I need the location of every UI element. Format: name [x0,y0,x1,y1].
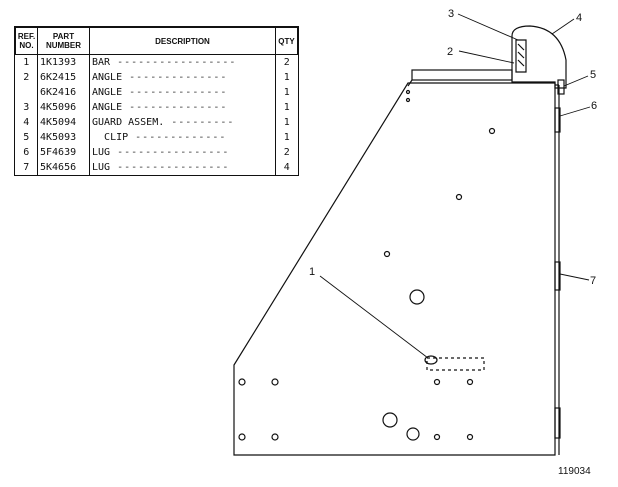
row-qty: 4 [283,161,290,173]
row-ref: 4 [15,114,38,130]
row-qty: 1 [283,101,290,113]
row-qty: 2 [283,57,290,68]
lug-bottom [554,407,561,439]
callout-1: 1 [309,266,315,278]
figure-number: 119034 [558,466,591,477]
clip [557,79,565,95]
table-row: 1 1K1393 BAR ----------------- 2 [15,54,298,71]
row-ref: 6 [15,144,38,160]
row-qty: 1 [283,116,290,128]
header-description: DESCRIPTION [89,27,276,55]
row-ref [15,85,38,100]
row-part-number: 1K1393 [37,54,90,71]
row-description: BAR ----------------- [89,54,276,71]
table-row: 3 4K5096 ANGLE -------------- 1 [15,99,298,115]
row-description: LUG ---------------- [89,144,276,160]
row-part-number: 5F4639 [37,144,90,160]
row-ref: 7 [15,159,38,175]
row-qty: 1 [283,131,290,143]
callout-7: 7 [590,275,596,287]
callout-5: 5 [590,69,596,81]
top-flange-bar [411,69,513,81]
row-part-number: 4K5093 [37,129,90,145]
table-row: 6K2416 ANGLE -------------- 1 [15,85,298,100]
callout-6: 6 [591,100,597,112]
parts-list-table: REF. NO. PART NUMBER DESCRIPTION QTY 1 1… [14,26,299,176]
guard-hood [511,25,567,89]
row-part-number: 4K5094 [37,114,90,130]
lug-upper [554,107,561,133]
table-row: 4 4K5094 GUARD ASSEM. --------- 1 [15,114,298,130]
row-ref: 3 [15,99,38,115]
table-row: 6 5F4639 LUG ---------------- 2 [15,144,298,160]
table-row: 7 5K4656 LUG ---------------- 4 [15,159,298,175]
row-ref: 2 [15,70,38,85]
row-part-number: 5K4656 [37,159,90,175]
header-ref-no: REF. NO. [15,27,38,55]
row-part-number: 4K5096 [37,99,90,115]
table-row: 2 6K2415 ANGLE -------------- 1 [15,70,298,85]
callout-4: 4 [576,12,582,24]
guard-plate-outline [233,82,556,456]
header-qty: QTY [275,27,298,55]
callout-2: 2 [447,46,453,58]
row-description: GUARD ASSEM. --------- [89,114,276,130]
row-description: ANGLE -------------- [89,85,276,100]
row-description: ANGLE -------------- [89,70,276,85]
row-part-number: 6K2416 [37,85,90,100]
row-description: CLIP ------------- [89,129,276,145]
table-row: 5 4K5093 CLIP ------------- 1 [15,129,298,145]
row-ref: 1 [15,54,38,71]
lug-lower [554,261,561,291]
bar-outline-dashed [426,357,485,371]
row-part-number: 6K2415 [37,70,90,85]
callout-3: 3 [448,8,454,20]
row-qty: 2 [283,146,290,158]
row-description: ANGLE -------------- [89,99,276,115]
row-description: LUG ---------------- [89,159,276,175]
bar-end [424,355,438,365]
row-qty: 1 [283,72,290,83]
row-qty: 1 [283,86,290,98]
row-ref: 5 [15,129,38,145]
